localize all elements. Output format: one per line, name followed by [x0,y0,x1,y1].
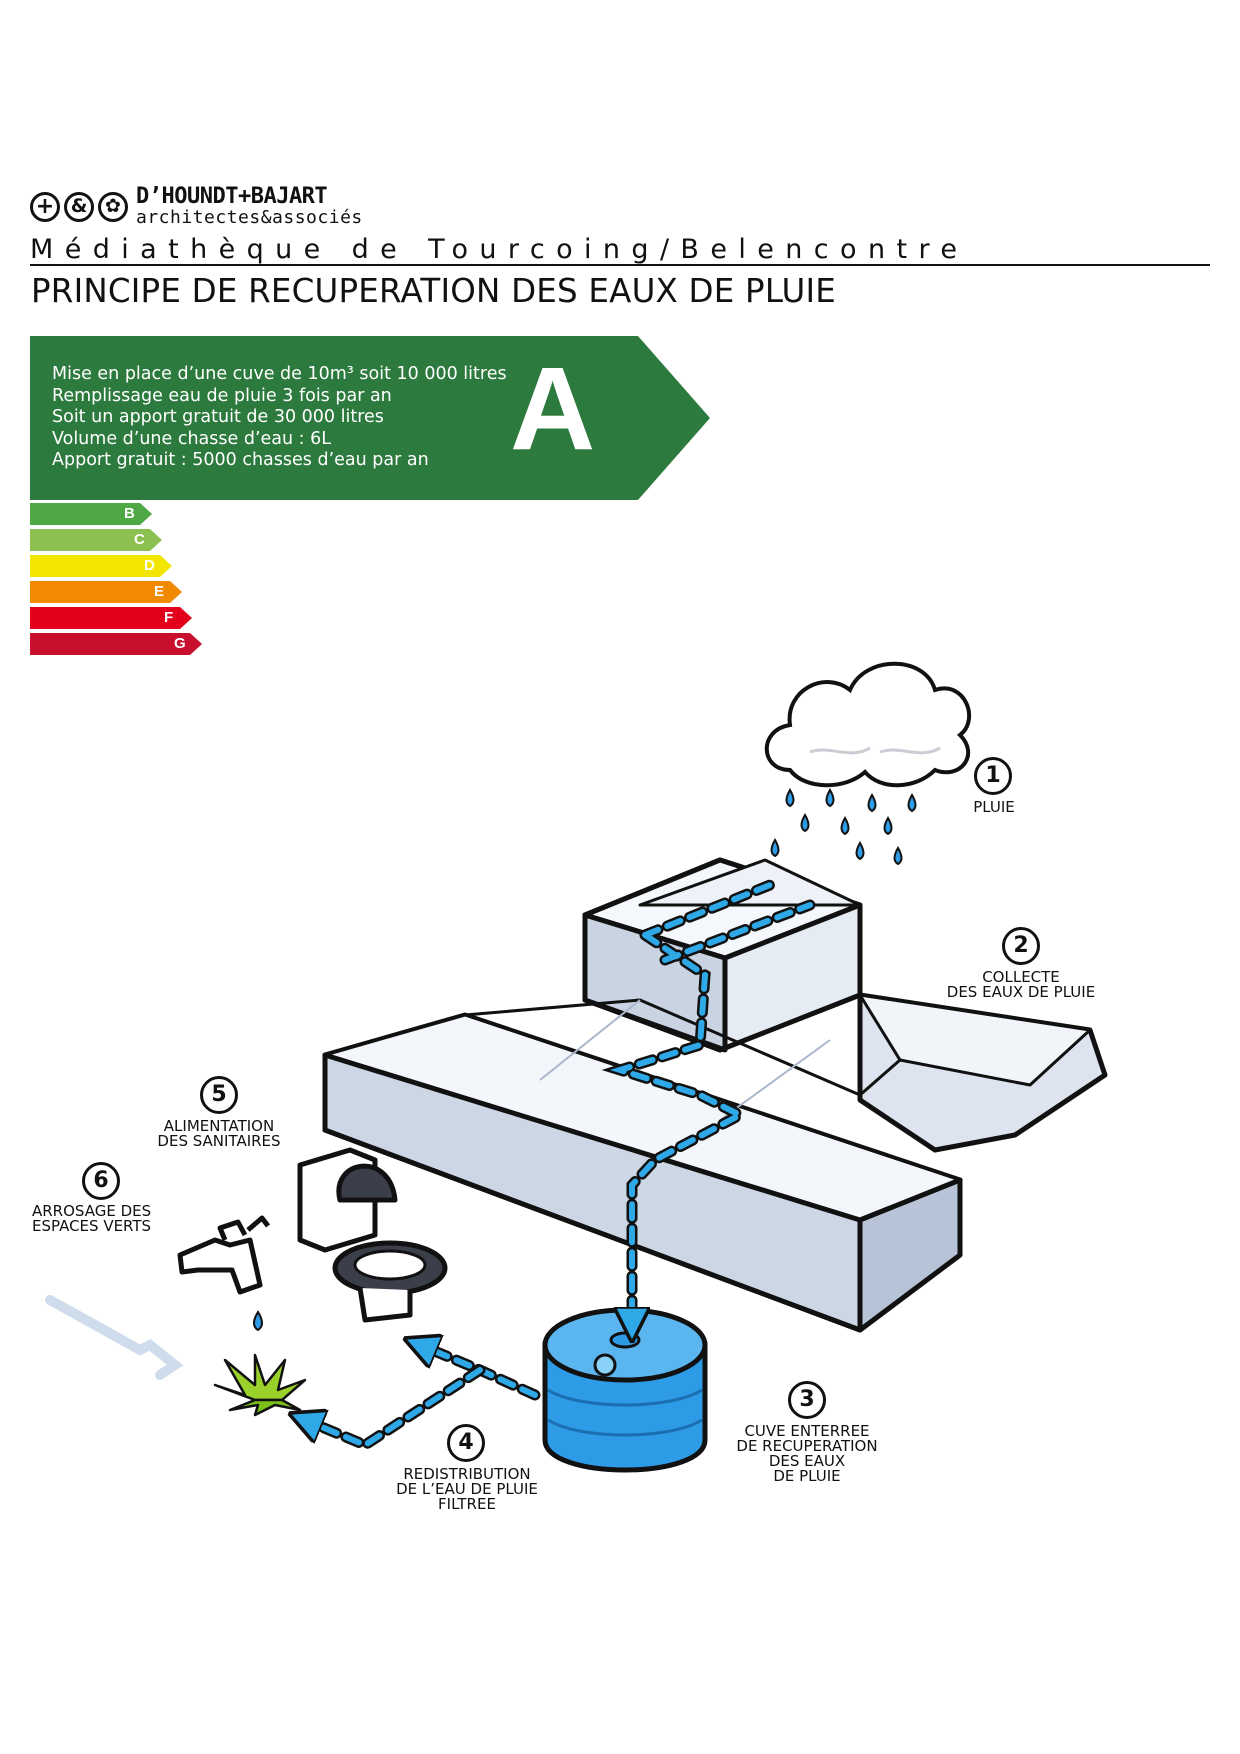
rain-drop-icon [840,816,850,836]
logo-ampersand-mark: & [64,191,94,222]
toilet-icon [297,1147,448,1323]
energy-info-line: Volume d’une chasse d’eau : 6L [52,428,331,449]
logo-plus-mark: + [30,191,60,222]
water-flow-lines [305,879,816,1452]
step-number-5: 5 [200,1076,238,1114]
energy-grade-b: B [30,503,152,525]
grade-bar-shape [30,581,182,603]
step-number-1: 1 [974,757,1012,795]
cloud-icon [764,661,972,788]
energy-info-line: Remplissage eau de pluie 3 fois par an [52,385,392,406]
grade-letter: B [124,505,135,522]
grade-bar-shape [30,607,192,629]
faucet-icon [177,1215,270,1295]
energy-grade-a-arrow [30,336,710,500]
water-drop-icon [253,1310,263,1332]
step-label-5: ALIMENTATION DES SANITAIRES [157,1117,281,1150]
rain-drop-icon [867,793,877,813]
energy-rating-letter: A [510,343,596,475]
step-label-2: COLLECTE DES EAUX DE PLUIE [946,968,1096,1001]
rain-drop-icon [907,793,917,813]
energy-grade-e: E [30,581,182,603]
energy-grade-f: F [30,607,192,629]
energy-grade-d: D [30,555,172,577]
grade-letter: C [134,531,145,548]
step-label-1: PLUIE [973,798,1015,816]
grade-letter: D [144,557,155,574]
page-title: PRINCIPE DE RECUPERATION DES EAUX DE PLU… [31,272,837,310]
step-label-3: CUVE ENTERREE DE RECUPERATION DES EAUX D… [736,1422,878,1485]
step-number-4: 4 [447,1424,485,1462]
firm-name: D’HOUNDT+BAJART [136,184,328,209]
header-divider [30,264,1210,266]
step-number-6: 6 [82,1162,120,1200]
step-number-3: 3 [788,1381,826,1419]
energy-info-line: Mise en place d’une cuve de 10m³ soit 10… [52,364,507,384]
energy-info: Mise en place d’une cuve de 10m³ soit 10… [52,364,507,472]
energy-info-line: Soit un apport gratuit de 30 000 litres [52,407,384,427]
logo-marks: + & ✿ [30,191,128,222]
project-name: Médiathèque de Tourcoing/Belencontre [30,234,969,265]
grade-letter: E [154,583,165,600]
rain-drops [770,788,917,866]
rain-drop-icon [893,846,903,866]
rainwater-tank-icon [542,1307,708,1473]
energy-grade-c: C [30,529,162,551]
step-label-4: REDISTRIBUTION DE L’EAU DE PLUIE FILTREE [396,1465,538,1513]
grade-bar-shape [30,555,172,577]
building-illustration [322,857,1108,1333]
grade-letter: G [174,635,186,652]
rain-drop-icon [855,841,865,861]
plant-icon [213,1353,307,1417]
rain-drop-icon [800,813,810,833]
grade-bar-shape [30,633,202,655]
grade-letter: F [164,609,174,626]
step-number-2: 2 [1002,927,1040,965]
firm-logo: + & ✿ D’HOUNDT+BAJART architectes&associ… [30,186,363,227]
step-label-6: ARROSAGE DES ESPACES VERTS [32,1202,152,1235]
faucet-shadow [45,1295,184,1380]
logo-text: D’HOUNDT+BAJART architectes&associés [136,186,363,227]
rain-drop-icon [883,816,893,836]
energy-info-line: Apport gratuit : 5000 chasses d’eau par … [52,450,429,470]
logo-paw-mark: ✿ [98,191,128,222]
firm-subtitle: architectes&associés [136,207,363,228]
rain-drop-icon [785,788,795,808]
rain-drop-icon [770,838,780,858]
grade-bar-shape [30,503,152,525]
grade-bar-shape [30,529,162,551]
energy-grade-g: G [30,633,202,655]
rain-drop-icon [825,788,835,808]
